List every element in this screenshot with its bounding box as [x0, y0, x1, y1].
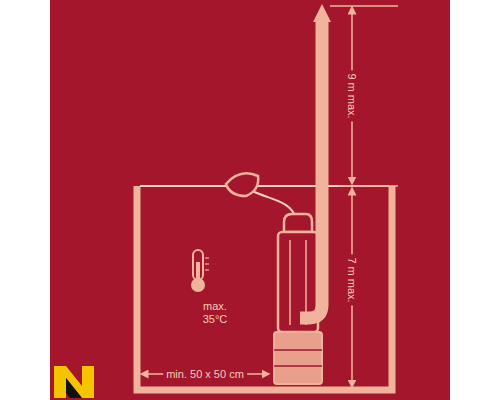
- background: [50, 0, 450, 400]
- submersible-pump: [274, 214, 322, 384]
- thermometer-icon: [191, 250, 209, 292]
- dimension-extension: [330, 5, 398, 7]
- logo-mark: [54, 366, 94, 398]
- depth-dimension: 9 m max.: [346, 70, 359, 121]
- pit-size-dimension: min. 50 x 50 cm: [163, 368, 247, 381]
- discharge-hose: [300, 22, 322, 318]
- depth-dimension: 7 m max.: [346, 254, 359, 305]
- dimension-extension: [338, 185, 398, 187]
- pit-wall: [137, 186, 392, 390]
- temperature-note: max. 35°C: [195, 300, 235, 325]
- flow-arrow: [313, 4, 331, 22]
- float-switch: [226, 173, 258, 196]
